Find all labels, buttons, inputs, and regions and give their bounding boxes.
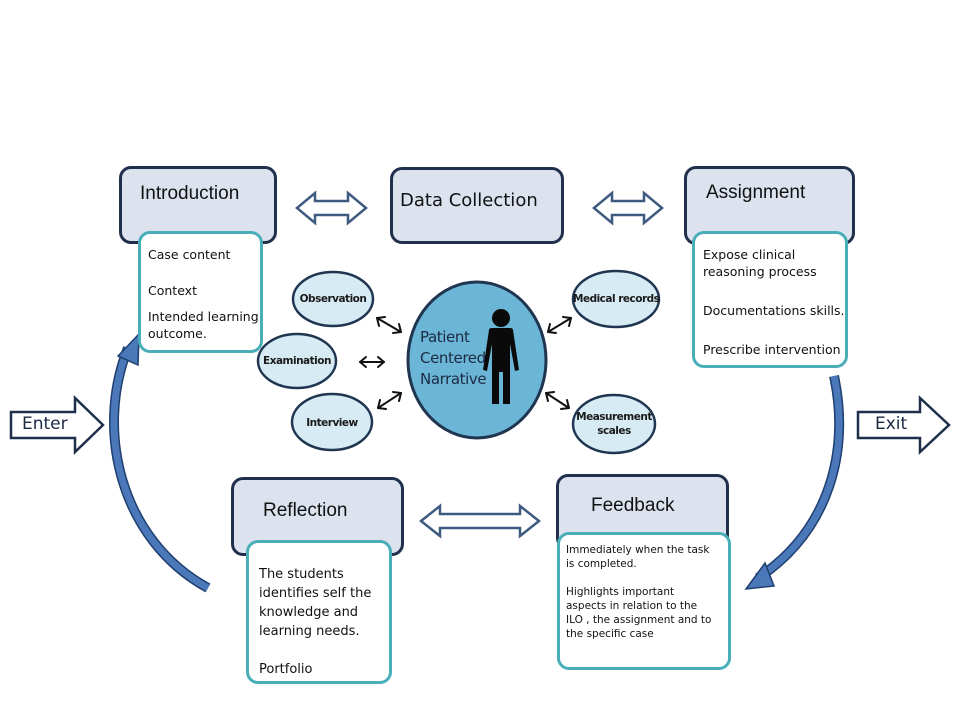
oval-interview [290, 392, 374, 452]
reflection-details: The students identifies self the knowled… [246, 540, 392, 684]
oval-medical-records [571, 269, 661, 329]
medical-records-label: Medical records [573, 293, 660, 305]
observation-label: Observation [299, 293, 367, 305]
enter-label: Enter [22, 414, 68, 434]
double-arrow-intro-data [295, 190, 368, 226]
detail-line: Context [148, 283, 197, 298]
center-line-patient: Patient [420, 328, 470, 346]
connector-examination [359, 356, 385, 368]
detail-line: The students [259, 567, 344, 582]
introduction-details: Case content Context Intended learning o… [138, 231, 263, 353]
detail-gap [259, 641, 383, 660]
detail-line: identifies self the [259, 586, 372, 601]
connector-observation [376, 316, 402, 334]
scales-line: scales [597, 425, 631, 437]
feedback-title: Feedback [591, 495, 675, 516]
detail-gap [566, 571, 724, 585]
introduction-title: Introduction [140, 183, 240, 204]
exit-arrow[interactable] [856, 395, 951, 455]
detail-line: Highlights important [566, 586, 675, 598]
cycle-arrow-right [744, 374, 845, 590]
stage-data-collection [390, 167, 564, 244]
detail-line: is completed. [566, 558, 637, 570]
center-line-narrative: Narrative [420, 370, 487, 388]
detail-line: outcome. [148, 326, 207, 341]
measurement-scales-label: Measurement scales [573, 410, 655, 438]
patient-centered-oval [406, 280, 548, 440]
center-line-centered: Centered [420, 349, 486, 367]
interview-label: Interview [306, 417, 358, 429]
detail-line: learning needs. [259, 624, 360, 639]
oval-examination [256, 332, 338, 390]
center-label: Patient Centered Narrative [420, 327, 487, 390]
detail-line: Expose clinical [703, 247, 796, 262]
data-collection-title: Data Collection [400, 190, 538, 211]
feedback-details: Immediately when the task is completed. … [557, 532, 731, 670]
detail-line: knowledge and [259, 605, 359, 620]
person-icon [483, 309, 519, 404]
assignment-title: Assignment [706, 182, 806, 203]
measurement-line: Measurement [576, 411, 652, 423]
detail-line: reasoning process [703, 264, 817, 279]
detail-gap [703, 280, 839, 302]
detail-line: aspects in relation to the [566, 600, 698, 612]
detail-gap [148, 263, 254, 282]
connector-interview [377, 391, 402, 410]
reflection-title: Reflection [263, 500, 348, 521]
connector-medical-records [547, 316, 572, 334]
detail-line: ILO , the assignment and to [566, 614, 712, 626]
detail-line: Prescribe intervention [703, 342, 841, 357]
oval-measurement-scales [571, 393, 657, 455]
assignment-details: Expose clinical reasoning process Docume… [692, 231, 848, 368]
detail-line: Documentations skills. [703, 303, 845, 318]
exit-label: Exit [875, 414, 908, 434]
detail-gap [703, 319, 839, 341]
oval-observation [291, 270, 375, 328]
detail-line: the specific case [566, 628, 654, 640]
detail-line: Portfolio [259, 662, 313, 677]
examination-label: Examination [263, 355, 331, 367]
cycle-arrow-left [109, 332, 211, 593]
double-arrow-reflection-feedback [418, 503, 542, 539]
detail-line: Case content [148, 247, 231, 262]
enter-arrow[interactable] [9, 395, 105, 455]
detail-line: Immediately when the task [566, 544, 710, 556]
connector-measurement-scales [545, 391, 570, 410]
detail-line: Intended learning [148, 309, 259, 324]
double-arrow-data-assignment [592, 190, 664, 226]
